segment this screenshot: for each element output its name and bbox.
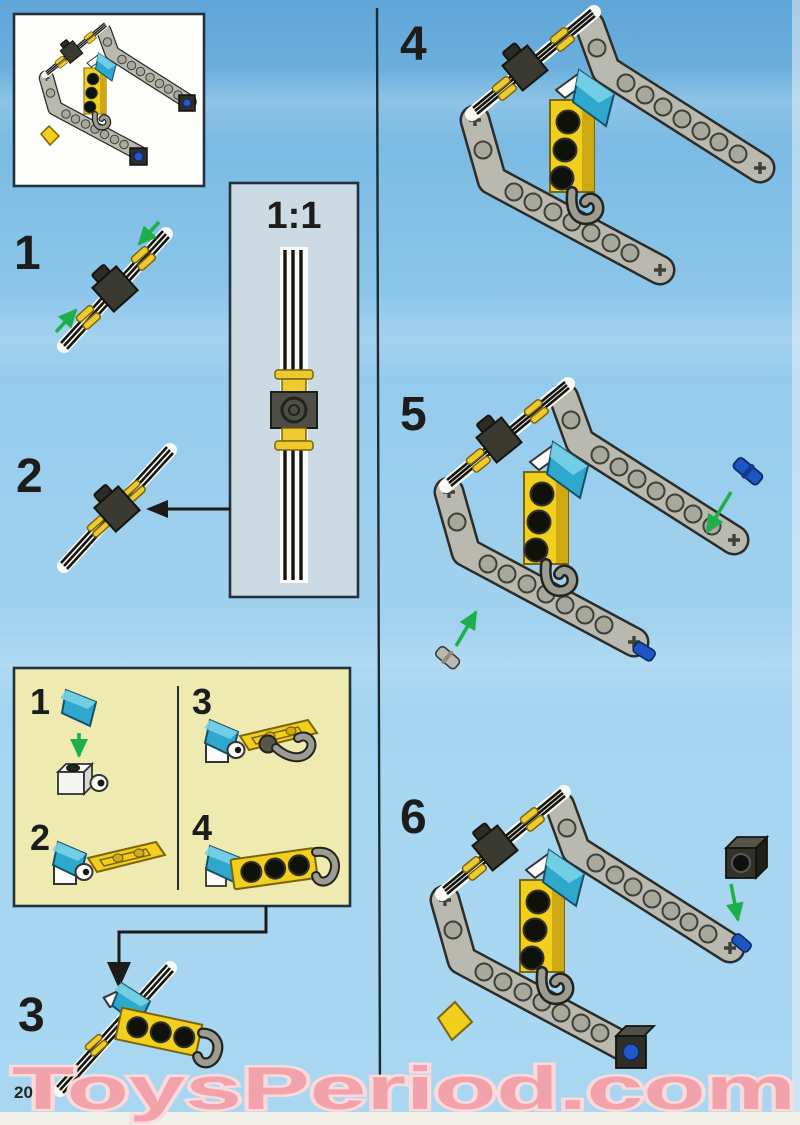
scan-bottom-edge: [0, 1112, 800, 1125]
slide-arrow-upper: [137, 220, 161, 246]
substep-2-number: 2: [30, 817, 50, 858]
insert-arrow-top: [705, 491, 733, 534]
step-5-graphic: [433, 382, 764, 670]
gray-pin: [435, 645, 461, 670]
step-5-assembly-graphic: [443, 382, 740, 648]
step-1-number: 1: [14, 227, 41, 280]
scale-label: 1:1: [267, 195, 322, 237]
black-end-brick: [613, 1025, 657, 1069]
blue-long-pin: [732, 457, 764, 486]
step-4-assembly-graphic: [469, 10, 766, 276]
blue-pin-lower-tip: [632, 641, 656, 662]
preview-end-brick-upper: [178, 94, 196, 112]
substep-4-number: 4: [192, 807, 212, 848]
step-3-number: 3: [18, 989, 45, 1042]
preview-cone: [39, 124, 61, 147]
step-6-assembly-graphic: [439, 790, 736, 1056]
substep-3-graphic: [203, 719, 318, 763]
step-5-number: 5: [400, 388, 427, 441]
step-3-graphic: [53, 961, 224, 1097]
subassembly-panel: 1 2 3 4: [12, 666, 352, 908]
yellow-cone: [436, 1000, 474, 1042]
scale-bushing-brick: [270, 369, 318, 451]
insert-arrow-brick: [725, 883, 744, 922]
scan-right-edge: [792, 0, 800, 1112]
scale-reference-arrow: [146, 500, 230, 518]
step-2-graphic: [57, 443, 230, 573]
black-hole-brick: [723, 834, 770, 881]
step-6-graphic: [436, 790, 770, 1069]
slide-arrow-lower: [54, 308, 78, 334]
step-4-number: 4: [400, 18, 427, 71]
substep-3-number: 3: [192, 681, 212, 722]
insert-arrow-bottom: [454, 610, 478, 647]
watermark: ToysPeriod.com: [12, 1055, 796, 1122]
column-divider: [375, 7, 382, 1099]
substep-4-graphic: [204, 844, 340, 891]
step-2-number: 2: [16, 450, 43, 503]
step-6-number: 6: [400, 791, 427, 844]
step-1-graphic: [54, 220, 173, 353]
scale-box: 1:1: [228, 181, 360, 599]
substep-1-graphic: [55, 688, 109, 797]
page-number: 20: [14, 1083, 33, 1102]
substep-1-number: 1: [30, 681, 50, 722]
preview-box: [12, 12, 206, 188]
panel-to-step3-connector: [107, 906, 268, 989]
preview-end-brick-lower: [129, 147, 148, 166]
blue-pin-upper-tip: [731, 933, 752, 953]
